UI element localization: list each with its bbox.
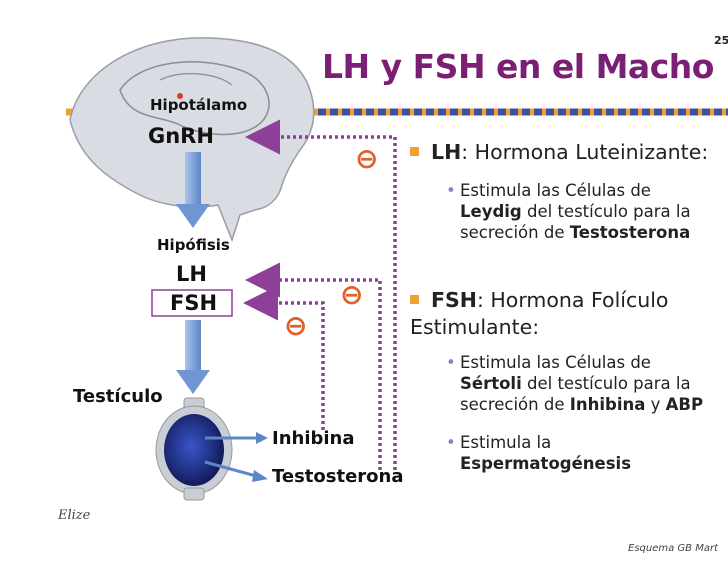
inhibit-icon-fsh: ⊖ [284, 309, 308, 342]
footer-credit: Esquema GB Mart [628, 543, 718, 554]
fsh-line-5-bold: Espermatogénesis [460, 454, 632, 473]
bullet-dot-icon: • [446, 181, 456, 200]
testis-label: Testículo [73, 386, 163, 407]
lh-sub-1: • Estimula las Células de Leydig del tes… [446, 180, 691, 243]
fsh-desc-2: Estimulante: [410, 315, 540, 339]
fsh-sub-1: • Estimula las Células de Sértoli del te… [446, 352, 704, 415]
fsh-line-3-bold-2: ABP [665, 395, 704, 414]
bullet-lh: LH: Hormona Luteinizante: [410, 140, 708, 164]
fsh-box [151, 289, 233, 317]
testosterona-label: Testosterona [272, 466, 404, 487]
lh-term: LH [431, 140, 462, 164]
pituitary-label: Hipófisis [157, 236, 230, 254]
lh-line-3-a: secreción de [460, 223, 570, 242]
signature: Elize [58, 508, 91, 523]
bullet-dot-icon: • [446, 353, 456, 372]
fsh-line-2-rest: del testículo para la [521, 374, 691, 393]
bullet-square-icon [410, 147, 419, 156]
fsh-desc: : Hormona Folículo [476, 288, 669, 312]
inhibit-icon-lh: ⊖ [340, 278, 364, 311]
lh-desc: : Hormona Luteinizante: [461, 140, 709, 164]
gnrh-label: GnRH [148, 124, 214, 148]
testis-illustration [155, 397, 233, 501]
fsh-sub-2: • Estimula la Espermatogénesis [446, 432, 632, 474]
fsh-label: FSH [170, 291, 218, 315]
fsh-line-2-bold: Sértoli [460, 374, 522, 393]
fsh-line-1: Estimula las Células de [460, 353, 651, 372]
vertical-arrows [176, 152, 210, 394]
lh-line-2-rest: del testículo para la [521, 202, 691, 221]
bullet-dot-icon: • [446, 433, 456, 452]
lh-line-2-bold: Leydig [460, 202, 522, 221]
fsh-line-4: Estimula la [460, 433, 552, 452]
slide-number: 25 [714, 34, 728, 47]
inhibina-label: Inhibina [272, 428, 355, 449]
lh-label: LH [176, 262, 207, 286]
fsh-line-3-a: secreción de [460, 395, 570, 414]
bullet-square-icon [410, 295, 419, 304]
lh-line-1: Estimula las Células de [460, 181, 651, 200]
inhibit-icon-gnrh: ⊖ [355, 142, 379, 175]
testis-output-arrows [204, 432, 268, 482]
feedback-arrows [243, 119, 397, 470]
slide-title: LH y FSH en el Macho [322, 47, 714, 86]
lh-line-3-bold: Testosterona [569, 223, 691, 242]
hypothalamus-label: Hipotálamo [150, 96, 248, 114]
brain-illustration [69, 37, 315, 243]
fsh-term: FSH [431, 288, 477, 312]
fsh-line-3-bold-1: Inhibina [569, 395, 646, 414]
bullet-fsh: FSH: Hormona Folículo Estimulante: [410, 287, 668, 341]
fsh-line-3-mid: y [645, 395, 666, 414]
